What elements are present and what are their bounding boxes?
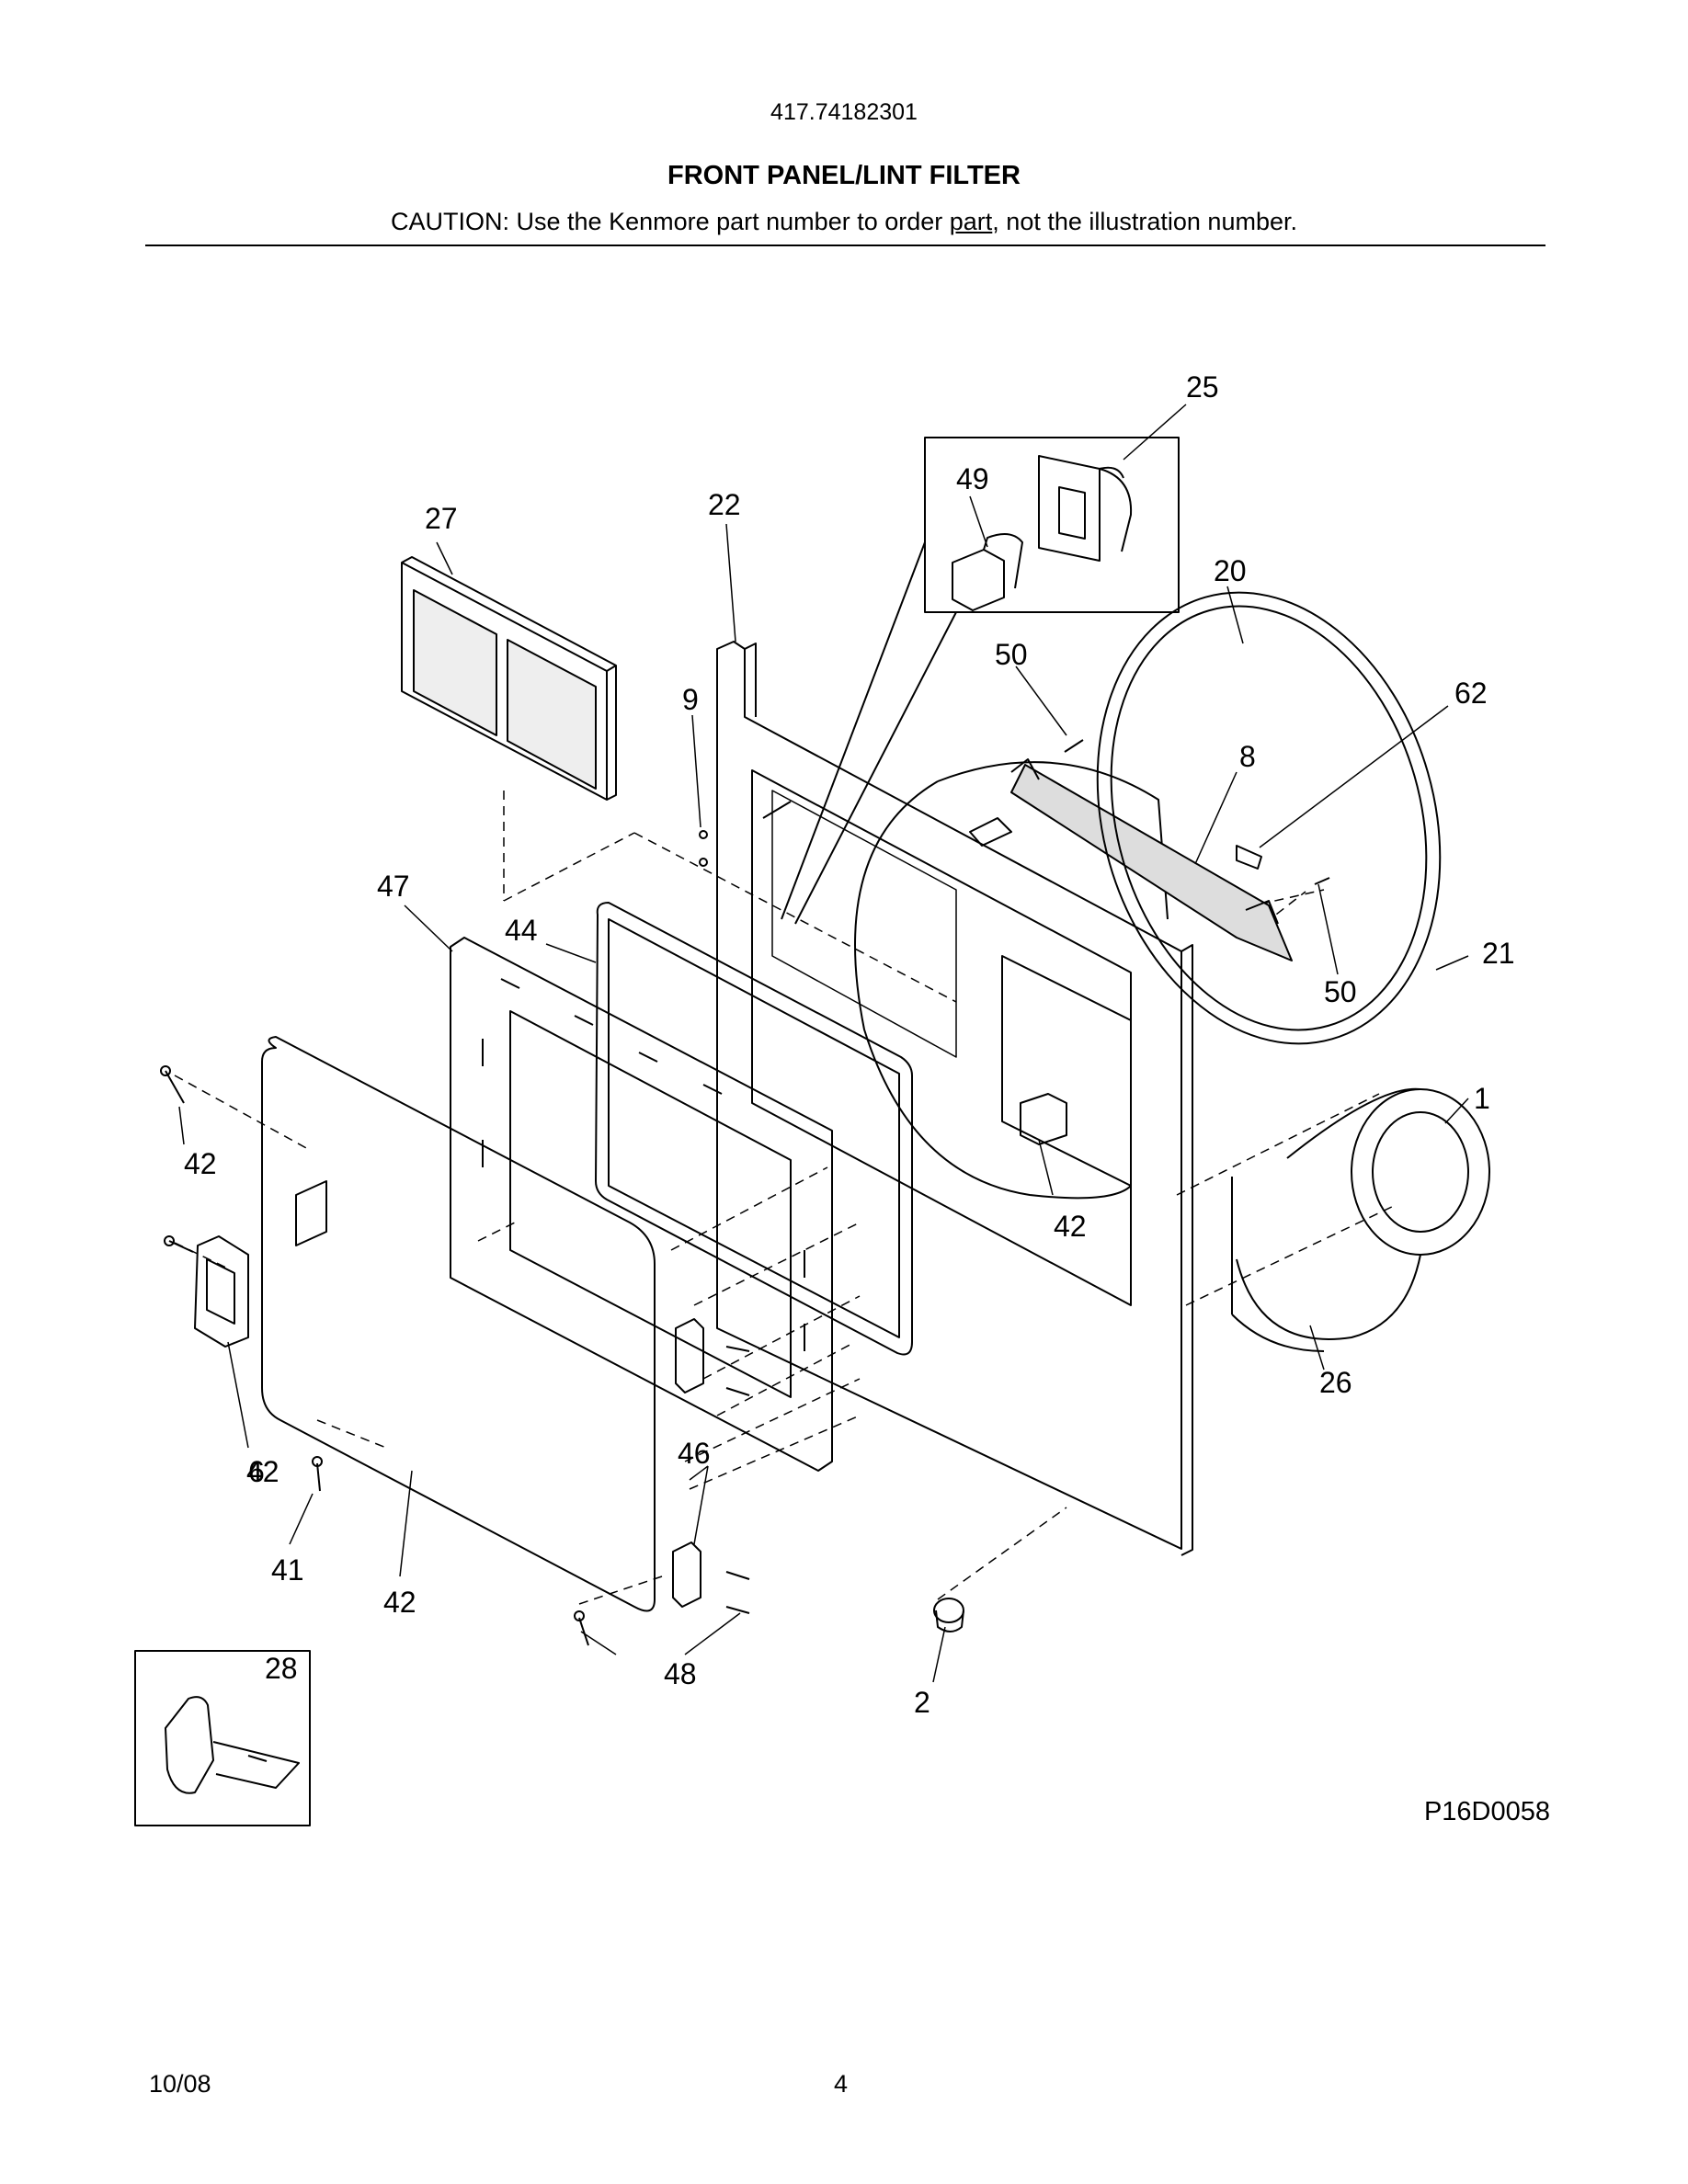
part-plug xyxy=(933,1598,964,1632)
part-hinges xyxy=(672,1318,704,1608)
callout-42: 42 xyxy=(383,1586,416,1619)
callout-6: 6 xyxy=(248,1455,265,1488)
part-outer-door xyxy=(261,1036,656,1612)
caution-suffix: , not the illustration number. xyxy=(992,208,1297,235)
callout-50: 50 xyxy=(995,638,1028,671)
callout-44: 44 xyxy=(505,914,538,947)
callout-9: 9 xyxy=(682,683,699,716)
callout-2: 2 xyxy=(914,1686,930,1719)
revision-date: 10/08 xyxy=(149,2070,211,2098)
caution-note: CAUTION: Use the Kenmore part number to … xyxy=(0,208,1688,236)
part-lint-filter xyxy=(401,556,617,801)
callout-49: 49 xyxy=(956,462,989,495)
callout-42: 42 xyxy=(184,1147,217,1180)
callout-27: 27 xyxy=(425,502,458,535)
callout-26: 26 xyxy=(1319,1366,1352,1399)
inset-box-49-25 xyxy=(781,437,1180,925)
callout-47: 47 xyxy=(377,870,410,903)
part-seal-rings xyxy=(1096,591,1442,1045)
part-lint-screen xyxy=(1010,758,1293,961)
inset-box-28 xyxy=(134,1650,311,1826)
callout-28: 28 xyxy=(265,1652,298,1685)
part-door-switch xyxy=(1020,1093,1067,1145)
part-exhaust-duct xyxy=(1231,1087,1490,1352)
part-bulkhead xyxy=(854,761,1169,1200)
callout-20: 20 xyxy=(1214,554,1247,587)
caution-prefix: CAUTION: Use the Kenmore part number to … xyxy=(391,208,950,235)
callout-1: 1 xyxy=(1474,1082,1490,1115)
callout-21: 21 xyxy=(1482,937,1515,970)
callout-41: 41 xyxy=(271,1553,304,1587)
screws xyxy=(160,739,1330,1646)
caution-underlined-word: part xyxy=(949,208,993,235)
callout-8: 8 xyxy=(1239,740,1256,773)
part-door-gasket xyxy=(595,902,913,1356)
part-door-handle xyxy=(194,1235,249,1348)
part-front-panel xyxy=(699,641,1193,1556)
leader-lines xyxy=(178,404,1469,1683)
callout-numbers: 25 49 27 22 20 50 9 62 8 47 44 50 21 1 42 42 26 6 46 41 42 48… xyxy=(184,370,1515,1719)
model-number: 417.74182301 xyxy=(770,99,918,125)
callout-42: 42 xyxy=(246,1455,279,1488)
callout-22: 22 xyxy=(708,488,741,521)
illustration-code: P16D0058 xyxy=(1423,1797,1550,1826)
section-title: FRONT PANEL/LINT FILTER xyxy=(667,161,1021,190)
part-inner-door xyxy=(450,937,833,1472)
callout-48: 48 xyxy=(664,1657,697,1690)
callout-62: 62 xyxy=(1454,677,1488,710)
page-number: 4 xyxy=(834,2070,849,2098)
callout-42: 42 xyxy=(1054,1210,1087,1243)
callout-50: 50 xyxy=(1324,975,1357,1008)
header-rule xyxy=(145,245,1545,246)
callout-25: 25 xyxy=(1186,370,1219,404)
callout-46: 46 xyxy=(678,1437,711,1470)
